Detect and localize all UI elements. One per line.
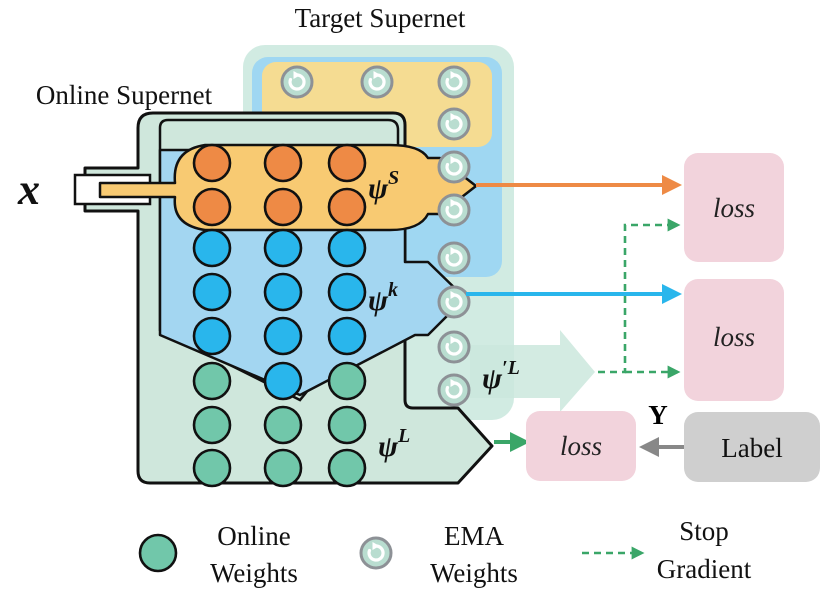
label-box-text: Label [721, 433, 782, 463]
online-weight-node [192, 361, 232, 401]
online-weight-node [263, 316, 303, 356]
psi-prime-l-label: ψ′L [482, 357, 520, 395]
online-weight-node [263, 143, 303, 183]
label-box [684, 412, 820, 482]
legend-stop-line2: Gradient [657, 554, 752, 584]
online-weight-node [263, 448, 303, 488]
loss-box-1 [684, 153, 784, 262]
stop-gradient-dashed-arrow [598, 218, 681, 374]
label-arrow-y: Y [648, 400, 668, 430]
target-arrow-psi-prime-l [470, 330, 595, 412]
psi-k-label: ψk [368, 279, 398, 317]
online-weight-node [327, 228, 367, 268]
legend-online-weight-icon [138, 533, 178, 573]
ema-weight-node [437, 107, 471, 141]
legend-online-line1: Online [217, 521, 291, 551]
online-weight-node [192, 187, 232, 227]
online-weight-node [192, 272, 232, 312]
legend-ema-weight-icon [359, 536, 393, 570]
online-supernet-title: Online Supernet [36, 80, 213, 110]
online-weight-node [263, 228, 303, 268]
ema-weight-node [437, 150, 471, 184]
online-weight-node [263, 405, 303, 445]
ema-weight-node [437, 65, 471, 99]
online-weight-node [192, 143, 232, 183]
online-weight-node [192, 316, 232, 356]
online-weight-node [263, 361, 303, 401]
input-x-label: x [17, 165, 40, 214]
online-weight-grid [192, 143, 367, 488]
online-weight-node [192, 405, 232, 445]
loss-label-1: loss [713, 193, 755, 223]
ema-weight-node [360, 65, 394, 99]
psi-l-label: ψL [378, 425, 410, 463]
online-inner-outline [158, 118, 400, 402]
ema-weight-node [280, 65, 314, 99]
legend-stop-line1: Stop [679, 516, 729, 546]
target-supernet-title: Target Supernet [295, 3, 466, 33]
online-weight-node [263, 272, 303, 312]
legend-ema-line1: EMA [444, 521, 505, 551]
online-weight-node [263, 187, 303, 227]
loss-box-2 [684, 279, 784, 401]
ema-weight-node [437, 193, 471, 227]
online-weight-node [192, 228, 232, 268]
online-weight-node [327, 143, 367, 183]
online-weight-node [327, 448, 367, 488]
online-weight-node [327, 316, 367, 356]
loss-label-3: loss [560, 431, 602, 461]
ema-weight-node [437, 330, 471, 364]
online-weight-node [327, 361, 367, 401]
online-weight-node [327, 187, 367, 227]
online-weight-node [192, 448, 232, 488]
legend-online-line2: Weights [210, 558, 298, 588]
legend-ema-line2: Weights [430, 558, 518, 588]
ema-weight-node [437, 241, 471, 275]
ema-weight-node [437, 373, 471, 407]
psi-s-label: ψS [368, 167, 399, 205]
ema-weight-node [437, 285, 471, 319]
online-weight-node [327, 405, 367, 445]
loss-label-2: loss [713, 322, 755, 352]
loss-box-3 [526, 411, 636, 481]
online-weight-node [327, 272, 367, 312]
